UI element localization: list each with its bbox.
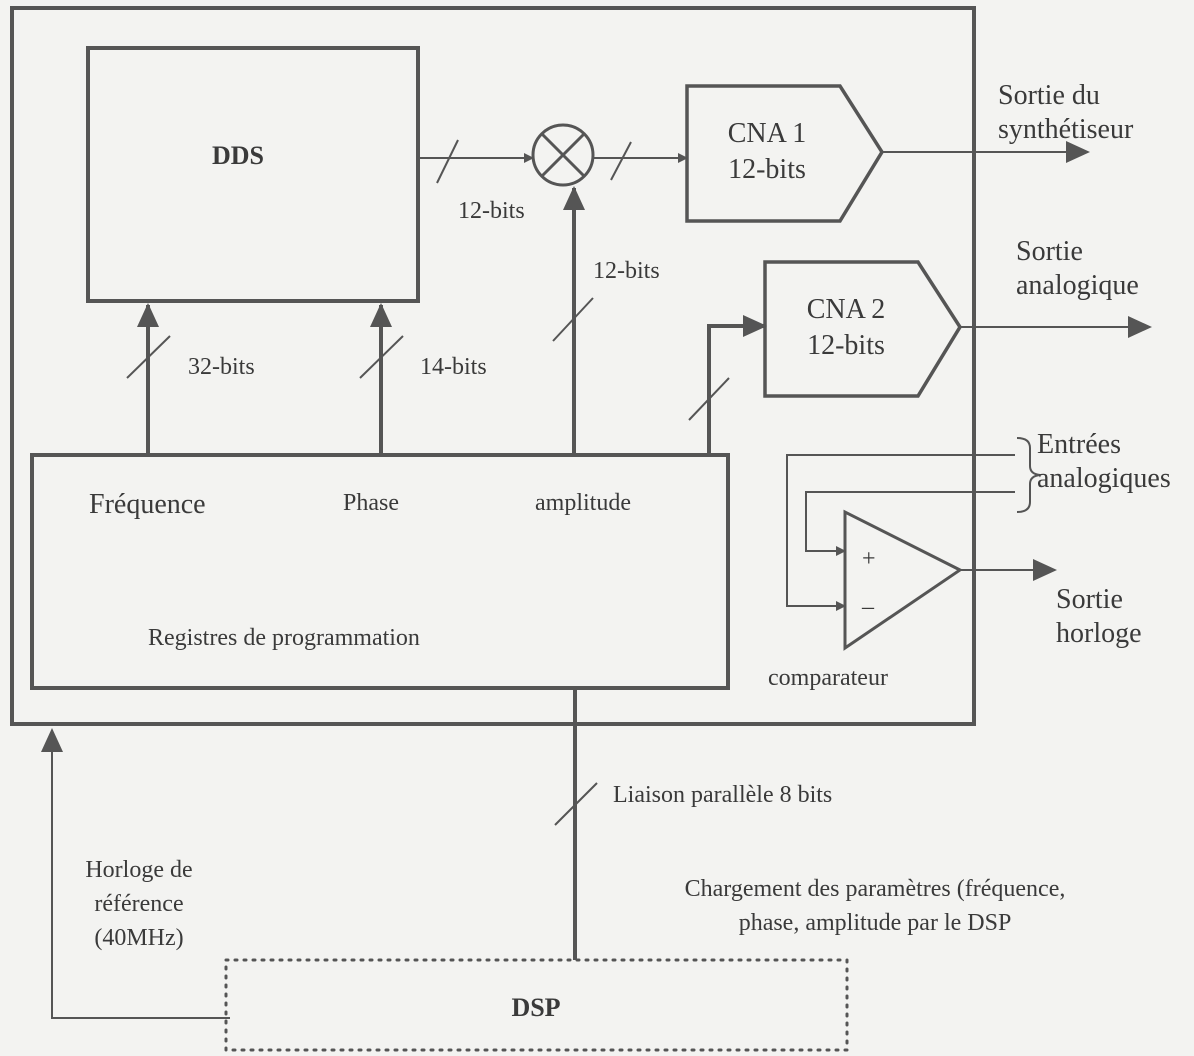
dsp-label: DSP — [511, 993, 561, 1022]
cna2-label-1: CNA 2 — [806, 294, 886, 325]
inputs-brace — [1016, 437, 1041, 513]
synthesizer-frame — [10, 6, 976, 726]
synth-output-label-1: Sortie du — [998, 80, 1100, 111]
inputs-label-1: Entrées — [1037, 429, 1121, 460]
dsp-block — [224, 958, 849, 1052]
clock-ref-label-1: Horloge de — [85, 857, 193, 883]
cna2-block — [763, 260, 963, 398]
slash-freq — [126, 335, 171, 379]
slash-link — [554, 782, 598, 826]
slash-dds-out — [436, 139, 459, 184]
comparator-block — [843, 509, 963, 651]
bus-label-amplitude: 12-bits — [593, 258, 660, 284]
synth-output-label-2: synthétiseur — [998, 114, 1134, 145]
cna2-label-2: 12-bits — [807, 330, 885, 361]
analog-output-label-2: analogique — [1016, 270, 1139, 301]
clock-ref-line — [41, 728, 230, 1019]
register-freq-label: Fréquence — [89, 489, 206, 520]
comparator-plus: + — [862, 546, 876, 572]
comparator-minus: – — [862, 594, 874, 620]
comparator-label: comparateur — [768, 665, 888, 691]
cna2-bus-line — [707, 315, 767, 455]
mixer-icon — [531, 123, 595, 187]
loading-label-2: phase, amplitude par le DSP — [738, 910, 1012, 936]
slash-mixer-out — [610, 141, 632, 181]
slash-amplitude — [552, 297, 594, 342]
input-plus-line — [805, 491, 1015, 556]
slash-phase — [359, 335, 404, 379]
input-minus-line — [786, 454, 1015, 611]
cna1-label-1: CNA 1 — [727, 118, 807, 149]
slash-cna2 — [688, 377, 730, 421]
clock-output-label-1: Sortie — [1056, 584, 1123, 615]
bus-label-dds-out: 12-bits — [458, 198, 525, 224]
register-amplitude-label: amplitude — [535, 490, 631, 516]
bus-label-phase: 14-bits — [420, 354, 487, 380]
dds-label: DDS — [211, 141, 264, 170]
clock-ref-label-3: (40MHz) — [94, 925, 184, 951]
cna1-block — [685, 84, 885, 223]
dds-block — [86, 46, 420, 303]
register-phase-label: Phase — [343, 490, 399, 516]
clock-ref-label-2: référence — [94, 891, 184, 917]
analog-output-label-1: Sortie — [1016, 236, 1083, 267]
loading-label-1: Chargement des paramètres (fréquence, — [684, 876, 1066, 902]
clock-output-label-2: horloge — [1056, 618, 1142, 649]
link-label: Liaison parallèle 8 bits — [613, 782, 833, 808]
inputs-label-2: analogiques — [1037, 463, 1171, 494]
cna1-label-2: 12-bits — [728, 154, 806, 185]
registers-title: Registres de programmation — [148, 625, 420, 651]
bus-label-freq: 32-bits — [188, 354, 255, 380]
